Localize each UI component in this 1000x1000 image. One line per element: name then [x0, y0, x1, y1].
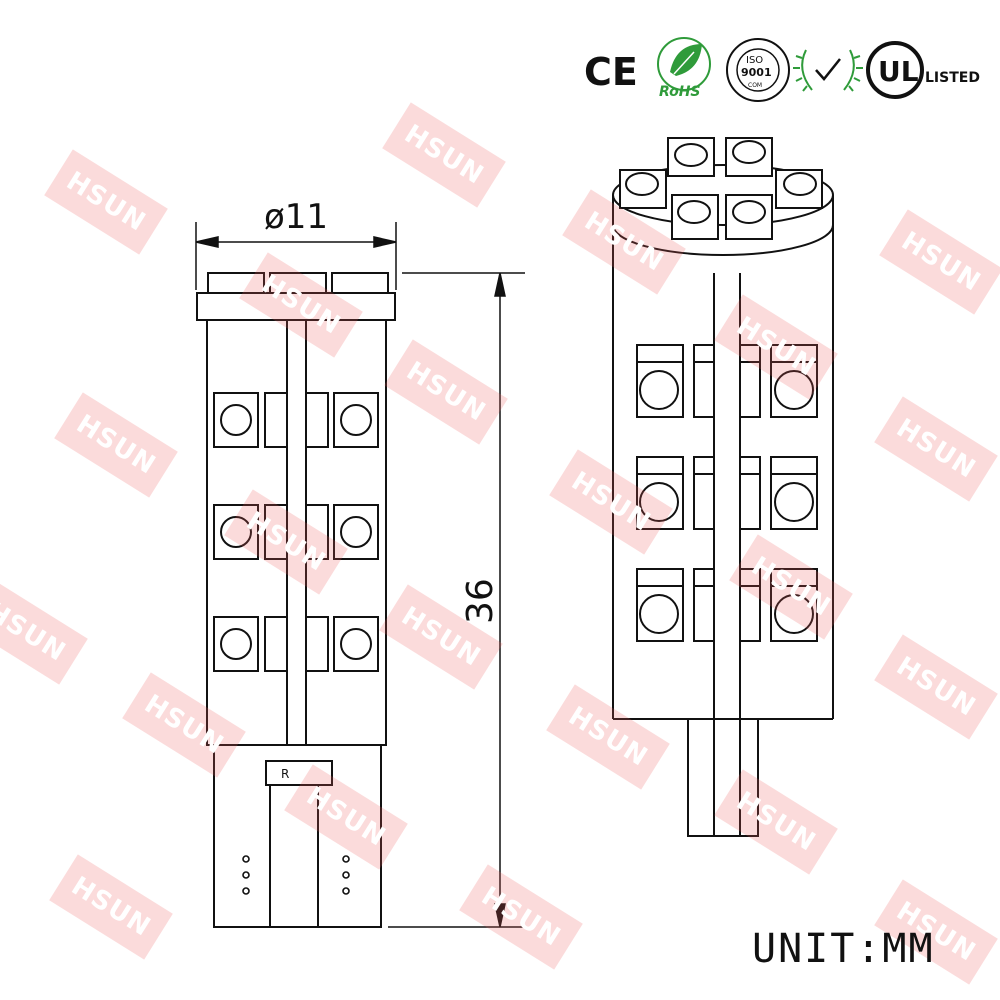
listed-text: LISTED: [925, 70, 980, 86]
top-disc-leds: [619, 137, 823, 240]
side-led-row: [636, 568, 818, 642]
front-led-row: [213, 504, 379, 560]
perspective-view: [612, 137, 834, 837]
front-led-row: [213, 392, 379, 448]
contact-dots-left: [242, 855, 250, 895]
quality-check-laurel-icon: [793, 49, 863, 92]
ce-mark-text: CE: [584, 50, 638, 94]
iso-code-text: 9001: [741, 66, 772, 79]
iso-9001-seal-icon: ISO 9001 COM: [726, 38, 790, 102]
diameter-label: ø11: [264, 197, 328, 237]
front-led-row: [213, 616, 379, 672]
unit-label: UNIT:MM: [752, 926, 935, 972]
front-wedge-base: [213, 744, 382, 928]
diameter-dimension: [195, 222, 397, 290]
base-mark-text: R: [281, 767, 289, 781]
base-label-box: [265, 760, 333, 786]
ul-text: UL: [878, 55, 919, 88]
front-view: [196, 272, 396, 928]
side-led-row: [636, 456, 818, 530]
length-label: 36: [460, 578, 501, 624]
rohs-logo-icon: RoHS: [657, 37, 711, 100]
side-wedge-base: [687, 718, 759, 837]
ul-listed-icon: UL LISTED: [866, 41, 980, 99]
ce-mark-icon: CE: [584, 50, 638, 94]
rohs-text: RoHS: [659, 84, 701, 100]
side-led-row: [636, 344, 818, 418]
contact-dots-right: [342, 855, 350, 895]
length-dimension: [388, 272, 525, 928]
iso-top-text: ISO: [746, 55, 763, 66]
iso-bottom-text: COM: [748, 82, 762, 89]
front-top-led: [331, 272, 389, 294]
